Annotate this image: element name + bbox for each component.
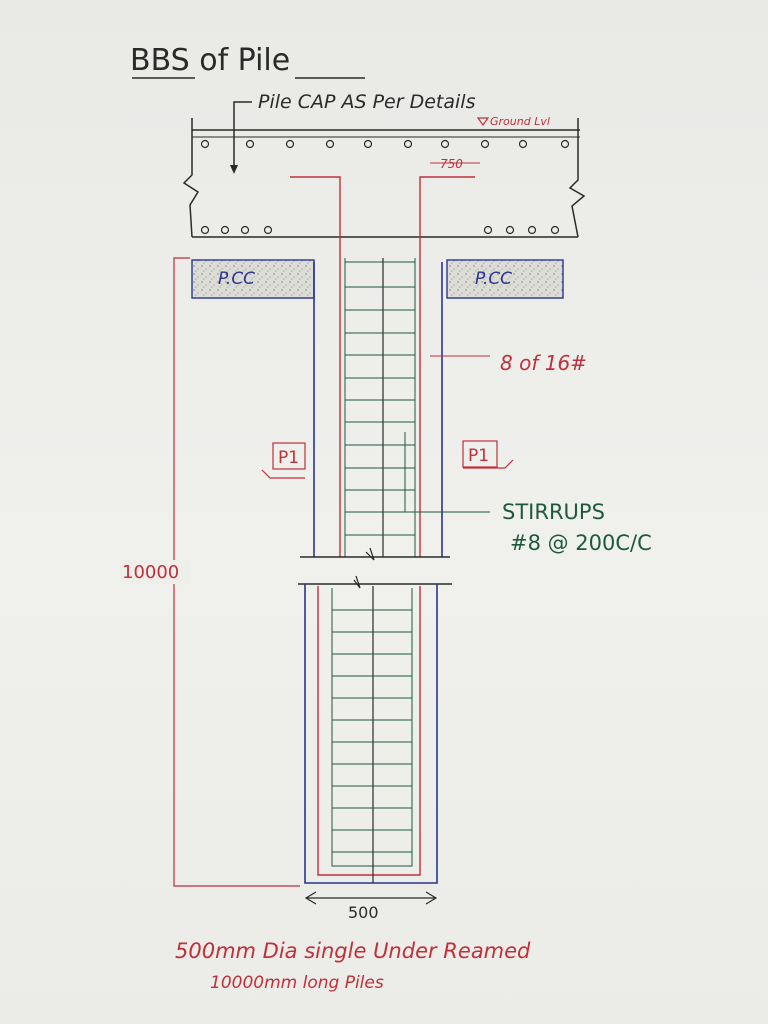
stirrups-lower: [332, 609, 412, 853]
cap-bottom-bars: [200, 225, 560, 235]
section-arrow-right: [463, 459, 514, 469]
break-zigzag-upper: [365, 547, 375, 561]
section-mark-left-box: [272, 442, 306, 470]
cage-lower: [331, 588, 413, 867]
dim-750-label: 750: [440, 157, 463, 171]
dim-dia-label: 500: [348, 903, 379, 922]
stirrups-spec: #8 @ 200C/C: [510, 531, 652, 555]
stirrups-upper: [345, 261, 415, 536]
pcc-left-block: [191, 259, 315, 299]
break-zigzag-lower: [353, 575, 361, 589]
main-bars-lower: [317, 586, 421, 876]
pile-cap-leader: [233, 101, 252, 170]
ground-level-label: Ground Lvl: [490, 115, 550, 128]
pcc-right-block: [446, 259, 564, 299]
dim-dia-arrow-left: [304, 891, 317, 905]
pile-cap-label: Pile CAP AS Per Details: [258, 91, 476, 113]
section-arrow-left: [261, 469, 305, 479]
main-bar-label: 8 of 16#: [500, 351, 587, 375]
dim-length-gap: [120, 560, 190, 584]
section-mark-right: P1: [468, 446, 489, 466]
stirrups-leader: [404, 432, 490, 513]
dim-dia-arrow-right: [425, 891, 438, 905]
cap-top-bars: [200, 139, 570, 149]
pcc-left-label: P.CC: [218, 269, 255, 289]
caption-line-1: 500mm Dia single Under Reamed: [175, 939, 531, 963]
dim-length-label: 10000: [122, 562, 179, 583]
pcc-right-label: P.CC: [475, 269, 512, 289]
pile-outline-lower: [304, 584, 438, 884]
ground-level-marker: [476, 117, 490, 127]
section-mark-right-box: [462, 440, 498, 468]
cap-left-edge: [182, 118, 200, 238]
stirrups-label: STIRRUPS: [502, 500, 605, 524]
main-bar-right: [419, 176, 475, 557]
drawing-title: BBS of Pile: [130, 43, 290, 78]
caption-line-2: 10000mm long Piles: [210, 973, 384, 993]
main-bar-left: [290, 176, 341, 557]
section-mark-left: P1: [278, 448, 299, 468]
dim-length-line: [173, 257, 300, 887]
pile-cap-arrow: [230, 165, 238, 174]
cap-right-edge: [568, 118, 586, 238]
